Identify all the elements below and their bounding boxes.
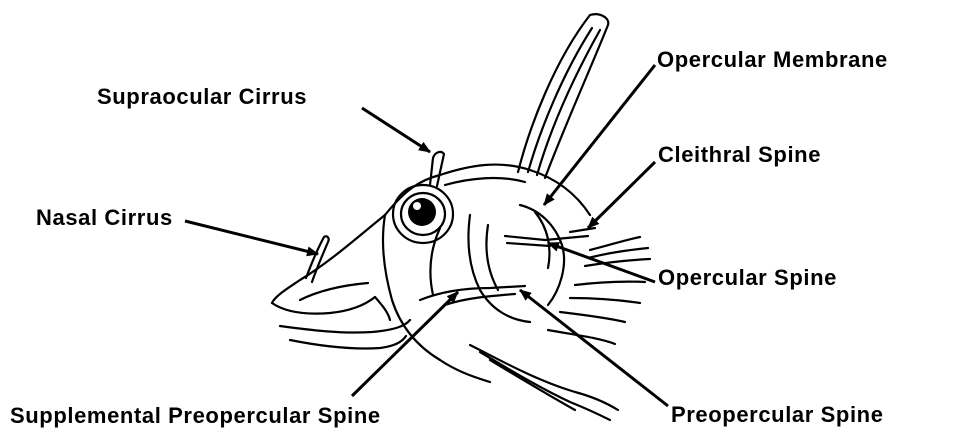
- label-cleithral-spine: Cleithral Spine: [658, 142, 821, 168]
- lower-jaw-edge: [290, 336, 406, 349]
- preopercle-margin: [468, 215, 530, 322]
- dorsal-fin-ray: [537, 30, 600, 175]
- pectoral-fin-ray: [560, 312, 625, 322]
- pointer-supraocular-cirrus: [362, 108, 430, 152]
- pointer-supplemental-preopercular-spine: [352, 292, 458, 396]
- label-supraocular-cirrus: Supraocular Cirrus: [97, 84, 307, 110]
- label-nasal-cirrus: Nasal Cirrus: [36, 205, 173, 231]
- upper-jaw: [272, 297, 375, 314]
- opercle-margin: [520, 205, 564, 305]
- mouth-corner: [375, 297, 390, 320]
- label-preopercular-spine: Preopercular Spine: [671, 402, 884, 428]
- pectoral-fin-ray: [590, 237, 640, 250]
- opercular-spine-lower: [507, 243, 550, 246]
- fish-outline: [272, 14, 650, 420]
- eye-highlight: [413, 202, 421, 210]
- pelvic-fin: [470, 345, 618, 410]
- supraocular-cirrus-drawing: [430, 152, 444, 186]
- jaw-line: [300, 283, 368, 300]
- cleithral-spine-drawing: [570, 228, 595, 232]
- pectoral-fin-ray: [570, 298, 640, 303]
- pectoral-fin-ray: [575, 282, 645, 285]
- pectoral-fin-ray: [588, 248, 648, 258]
- label-supplemental-preopercular-spine: Supplemental Preopercular Spine: [10, 403, 381, 429]
- pointer-cleithral-spine: [588, 162, 655, 228]
- eye-pupil: [408, 198, 436, 226]
- preopercle-inner: [486, 225, 498, 290]
- lower-jaw: [280, 320, 410, 333]
- label-opercular-spine: Opercular Spine: [658, 265, 837, 291]
- pelvic-fin-ray: [480, 352, 610, 420]
- pointer-nasal-cirrus: [185, 221, 318, 254]
- nape-line: [445, 178, 525, 185]
- throat-line: [440, 360, 490, 382]
- label-opercular-membrane: Opercular Membrane: [657, 47, 888, 73]
- dorsal-fin-ray: [528, 28, 592, 172]
- pelvic-fin-ray: [490, 360, 575, 410]
